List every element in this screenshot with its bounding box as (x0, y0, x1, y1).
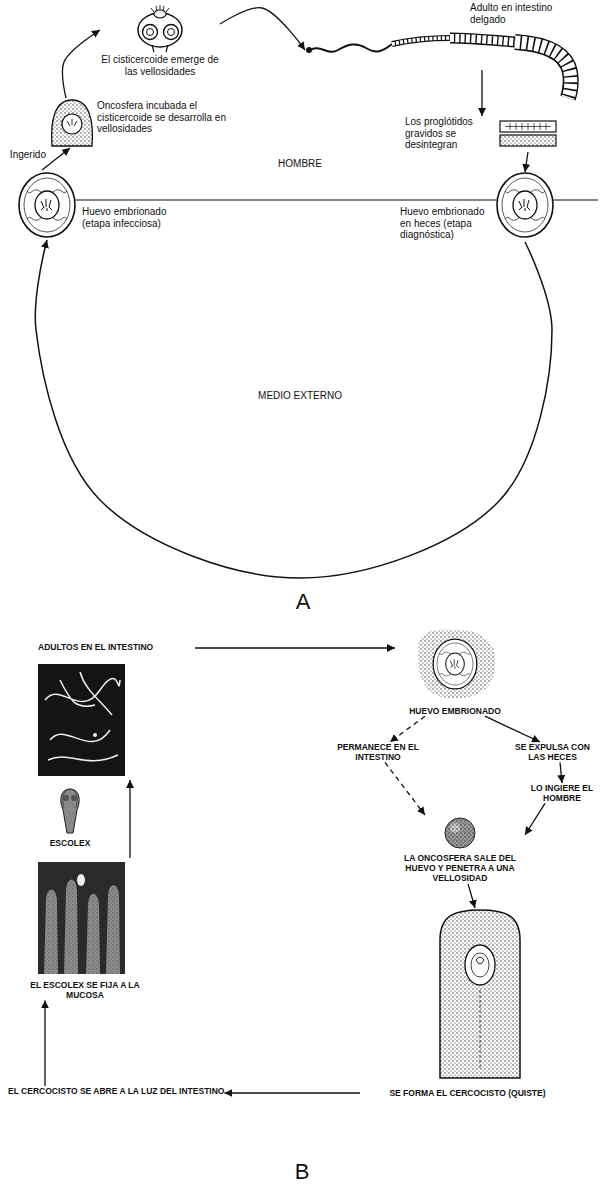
stage-caption: SE EXPULSA CON LAS HECES (510, 742, 595, 762)
stage-caption: Adulto en intestino delgado (470, 2, 590, 25)
cycle-arrow (195, 647, 395, 648)
stage-caption: SE FORMA EL CERCOCISTO (QUISTE) (360, 1088, 575, 1098)
cycle-arrow (485, 716, 540, 742)
mucosa-photo (38, 862, 125, 974)
photo-grain (38, 862, 125, 974)
stage-caption: El cisticercoide emerge de las vellosida… (100, 54, 220, 77)
hooklets (67, 119, 77, 126)
worm-segments (450, 38, 515, 42)
sucker (63, 795, 69, 801)
stage-box: ADULTOS EN EL INTESTINO (35, 640, 195, 780)
villus-drawing (440, 910, 520, 1078)
stage-box: El cisticercoide emerge de las vellosida… (100, 4, 220, 77)
stage-caption: EL CERCOCISTO SE ABRE A LA LUZ DEL INTES… (8, 1086, 224, 1096)
stage-box: Huevo embrionado (etapa infecciosa) (12, 170, 187, 240)
figure-letter: A (296, 590, 311, 614)
adults-photo (38, 664, 125, 776)
cycle-arrow (224, 1092, 360, 1093)
cycle-arrow (390, 716, 425, 742)
stage-caption: Los proglótidos gravidos se desintegran (405, 116, 493, 151)
egg-in-feces (497, 173, 553, 237)
cercocyst-wall (471, 953, 489, 977)
cycle-arrow (525, 803, 545, 835)
villus-drawing (52, 100, 93, 146)
tissue-stipple (418, 629, 495, 698)
proglottid (500, 121, 556, 132)
region-label: HOMBRE (278, 158, 322, 170)
stage-box: Huevo embrionado en heces (etapa diagnós… (400, 172, 560, 242)
scolex-neck (152, 45, 168, 52)
attached-scolex (77, 874, 85, 886)
cycle-arrow (560, 762, 562, 783)
cycle-arrow (385, 762, 425, 815)
cycle-arrow (525, 152, 528, 172)
worm-strobila (450, 38, 515, 42)
sucker (164, 25, 179, 40)
oncosphere-stipple (445, 818, 475, 848)
proglottid (500, 135, 556, 146)
stage-caption: ADULTOS EN EL INTESTINO (38, 642, 195, 652)
stage-caption: Oncosfera incubada el cisticercoide se d… (97, 100, 245, 135)
cycle-arrow (62, 30, 100, 98)
stage-box: Adulto en intestino delgado (305, 2, 595, 70)
cycle-arrow (129, 780, 130, 858)
worm-segments (392, 38, 450, 44)
worm-strobila (392, 38, 450, 44)
worm-strobila (515, 42, 571, 98)
lacteal-line (480, 990, 481, 1070)
stage-box: Oncosfera incubada el cisticercoide se d… (45, 98, 245, 148)
stage-box: EL CERCOCISTO SE ABRE A LA LUZ DEL INTES… (8, 1086, 224, 1096)
egg-infective (19, 173, 75, 237)
cycle-arrow (44, 1000, 45, 1086)
oncosphere-ball (445, 818, 475, 848)
stage-caption: PERMANECE EN EL INTESTINO (336, 742, 420, 762)
uterus-branches (505, 123, 551, 130)
stage-caption: LA ONCOSFERA SALE DEL HUEVO Y PENETRA A … (395, 853, 525, 884)
stage-caption: Huevo embrionado en heces (etapa diagnós… (400, 206, 492, 241)
cysticercoid-drawing (62, 114, 82, 134)
sucker (168, 29, 175, 36)
stage-caption: HUEVO EMBRIONADO (395, 706, 515, 716)
scolex-outline (63, 789, 77, 808)
figure-letter: B (295, 1160, 310, 1184)
stage-caption: LO INGIERE EL HOMBRE (530, 783, 594, 803)
egg-drawing (433, 639, 477, 689)
stage-box: LO INGIERE EL HOMBRE (530, 783, 594, 803)
cycle-arrow (35, 240, 552, 578)
worm-segments (515, 42, 571, 98)
stage-box: HUEVO EMBRIONADO (395, 630, 515, 716)
stage-caption: EL ESCOLEX SE FIJA A LA MUCOSA (30, 980, 140, 1000)
rostellum (154, 10, 166, 18)
arrow-label: Ingerido (8, 149, 48, 161)
stage-box: SE EXPULSA CON LAS HECES (510, 742, 595, 762)
stage-box: Los proglótidos gravidos se desintegran (405, 116, 565, 152)
sucker (147, 29, 154, 36)
rostellar-hooks (151, 5, 169, 12)
photo-speck (93, 733, 97, 737)
worm-neck (310, 44, 392, 52)
sucker (71, 795, 77, 801)
cycle-arrow (481, 70, 482, 116)
stage-box: EL ESCOLEX SE FIJA A LA MUCOSA (30, 858, 140, 1000)
connector-group (35, 8, 562, 1093)
region-label: MEDIO EXTERNO (258, 390, 342, 402)
stage-box: LA ONCOSFERA SALE DEL HUEVO Y PENETRA A … (395, 815, 525, 884)
cycle-arrow (468, 884, 475, 908)
adult-worms (45, 672, 120, 761)
sucker (143, 25, 158, 40)
scolex-drawing (61, 789, 79, 833)
region-label: ESCOLEX (50, 838, 91, 848)
invaginated-scolex (476, 957, 484, 964)
stage-box: PERMANECE EN EL INTESTINO (336, 742, 420, 762)
cercocyst (465, 945, 495, 985)
stage-box: SE FORMA EL CERCOCISTO (QUISTE) (360, 908, 575, 1098)
stage-caption: Huevo embrionado (etapa infecciosa) (82, 206, 187, 229)
cycle-arrow (220, 8, 305, 50)
